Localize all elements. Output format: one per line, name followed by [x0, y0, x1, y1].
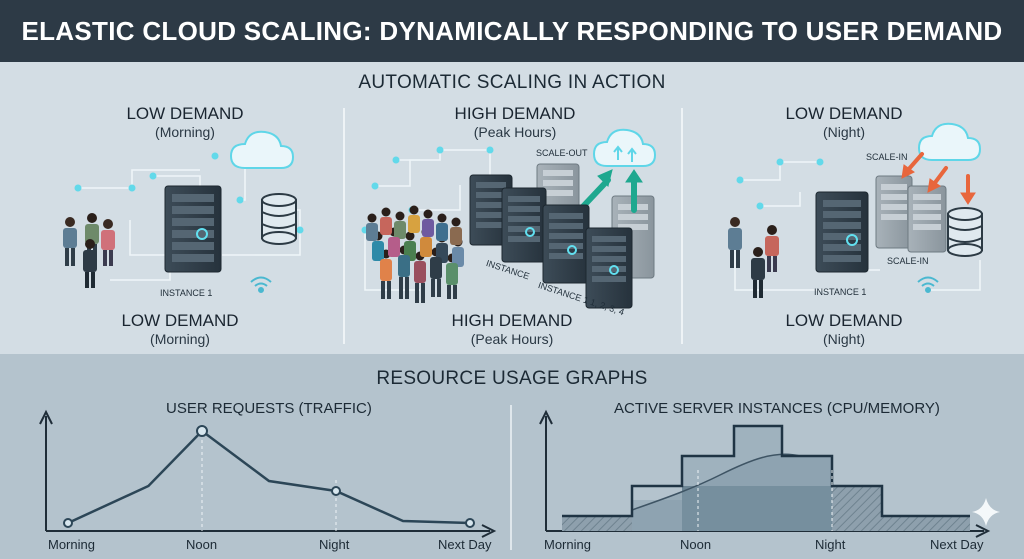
- database-icon-3: [947, 207, 983, 257]
- page-title: ELASTIC CLOUD SCALING: DYNAMICALLY RESPO…: [21, 15, 1003, 46]
- panel-2-top-sub: (Peak Hours): [473, 124, 557, 140]
- panel-3-scale-tag: SCALE-IN: [866, 152, 908, 162]
- panel-1-bottom-sub: (Morning): [150, 331, 210, 347]
- panel-3-bottom-title: LOW DEMAND: [785, 311, 903, 330]
- panel-2-bottom-label: HIGH DEMAND (Peak Hours): [427, 311, 597, 349]
- title-bar: ELASTIC CLOUD SCALING: DYNAMICALLY RESPO…: [0, 0, 1024, 62]
- panel-2-top-title: HIGH DEMAND: [454, 104, 576, 123]
- instances-area: [562, 426, 970, 531]
- graph-2-title: ACTIVE SERVER INSTANCES (CPU/MEMORY): [614, 400, 940, 417]
- scale-in-arrows: [901, 152, 976, 205]
- graph-2-x-label-2: Noon: [680, 537, 712, 552]
- server-icon-2: [501, 187, 547, 263]
- graph-1-x-label-1: Morning: [48, 537, 95, 552]
- panel-2-scale-tag: SCALE-OUT: [536, 148, 588, 158]
- sparkle-icon: [972, 498, 1000, 526]
- server-icon-4: [585, 227, 633, 309]
- graph-1-x-label-4: Next Day: [438, 537, 492, 552]
- traffic-point: [196, 425, 208, 437]
- panel-3-bottom-sub: (Night): [822, 331, 865, 347]
- panel-2-top-label: HIGH DEMAND (Peak Hours): [430, 104, 600, 142]
- graph-divider: [510, 405, 512, 550]
- traffic-point: [331, 486, 341, 496]
- server-icon: [164, 185, 222, 273]
- panel-3-scale-tag-2: SCALE-IN: [887, 256, 929, 266]
- idle-server-icon-2: [907, 185, 947, 253]
- panel-1-bottom-title: LOW DEMAND: [121, 311, 239, 330]
- panel-1-top-title: LOW DEMAND: [126, 104, 244, 123]
- panel-divider-2: [681, 108, 683, 344]
- panel-1-nodes: [74, 152, 304, 234]
- people-crowd: [366, 205, 464, 303]
- graph-1-x-label-3: Night: [319, 537, 350, 552]
- instances-step-line: [562, 424, 970, 518]
- graph-1-title: USER REQUESTS (TRAFFIC): [166, 400, 372, 417]
- traffic-line: [63, 425, 475, 528]
- panel-3-bottom-label: LOW DEMAND (Night): [759, 311, 929, 349]
- graph-2-x-label-3: Night: [815, 537, 846, 552]
- cloud-upload-icon: [592, 128, 657, 167]
- panel-1-top-sub: (Morning): [155, 124, 215, 140]
- server-icon-p3: [815, 191, 869, 273]
- traffic-series-line: [67, 429, 471, 525]
- graph-2-x-label-1: Morning: [544, 537, 591, 552]
- panel-3-top-sub: (Night): [822, 124, 865, 140]
- panel-2-bottom-title: HIGH DEMAND: [451, 311, 573, 330]
- wifi-icon: [250, 276, 272, 293]
- panel-3-top-title: LOW DEMAND: [785, 104, 903, 123]
- panel-divider-1: [343, 108, 345, 344]
- panel-3-instance-tag: INSTANCE 1: [814, 287, 867, 297]
- people-group-small: [63, 213, 115, 288]
- database-icon: [261, 193, 297, 245]
- wifi-icon-3: [917, 276, 939, 293]
- scaling-section-title: AUTOMATIC SCALING IN ACTION: [358, 72, 666, 93]
- panel-2-bottom-sub: (Peak Hours): [470, 331, 554, 347]
- panel-3-top-label: LOW DEMAND (Night): [759, 104, 929, 142]
- graph-2-gridlines: [697, 470, 833, 531]
- graph-1-axes: [39, 409, 497, 538]
- people-group-night: [728, 217, 779, 298]
- traffic-point: [63, 518, 73, 528]
- cloud-icon-3: [917, 122, 982, 161]
- panel-1-top-label: LOW DEMAND (Morning): [100, 104, 270, 142]
- graphs-section-title: RESOURCE USAGE GRAPHS: [376, 368, 648, 389]
- server-icon-3: [542, 204, 590, 284]
- panel-3-nodes: [731, 158, 824, 244]
- panel-1-instance-tag: INSTANCE 1: [160, 288, 213, 298]
- cloud-icon: [229, 130, 295, 169]
- graph-2-x-label-4: Next Day: [930, 537, 984, 552]
- idle-server-icon-1: [875, 175, 913, 249]
- traffic-point: [465, 518, 475, 528]
- graph-1-x-label-2: Noon: [186, 537, 218, 552]
- panel-1-bottom-label: LOW DEMAND (Morning): [95, 311, 265, 349]
